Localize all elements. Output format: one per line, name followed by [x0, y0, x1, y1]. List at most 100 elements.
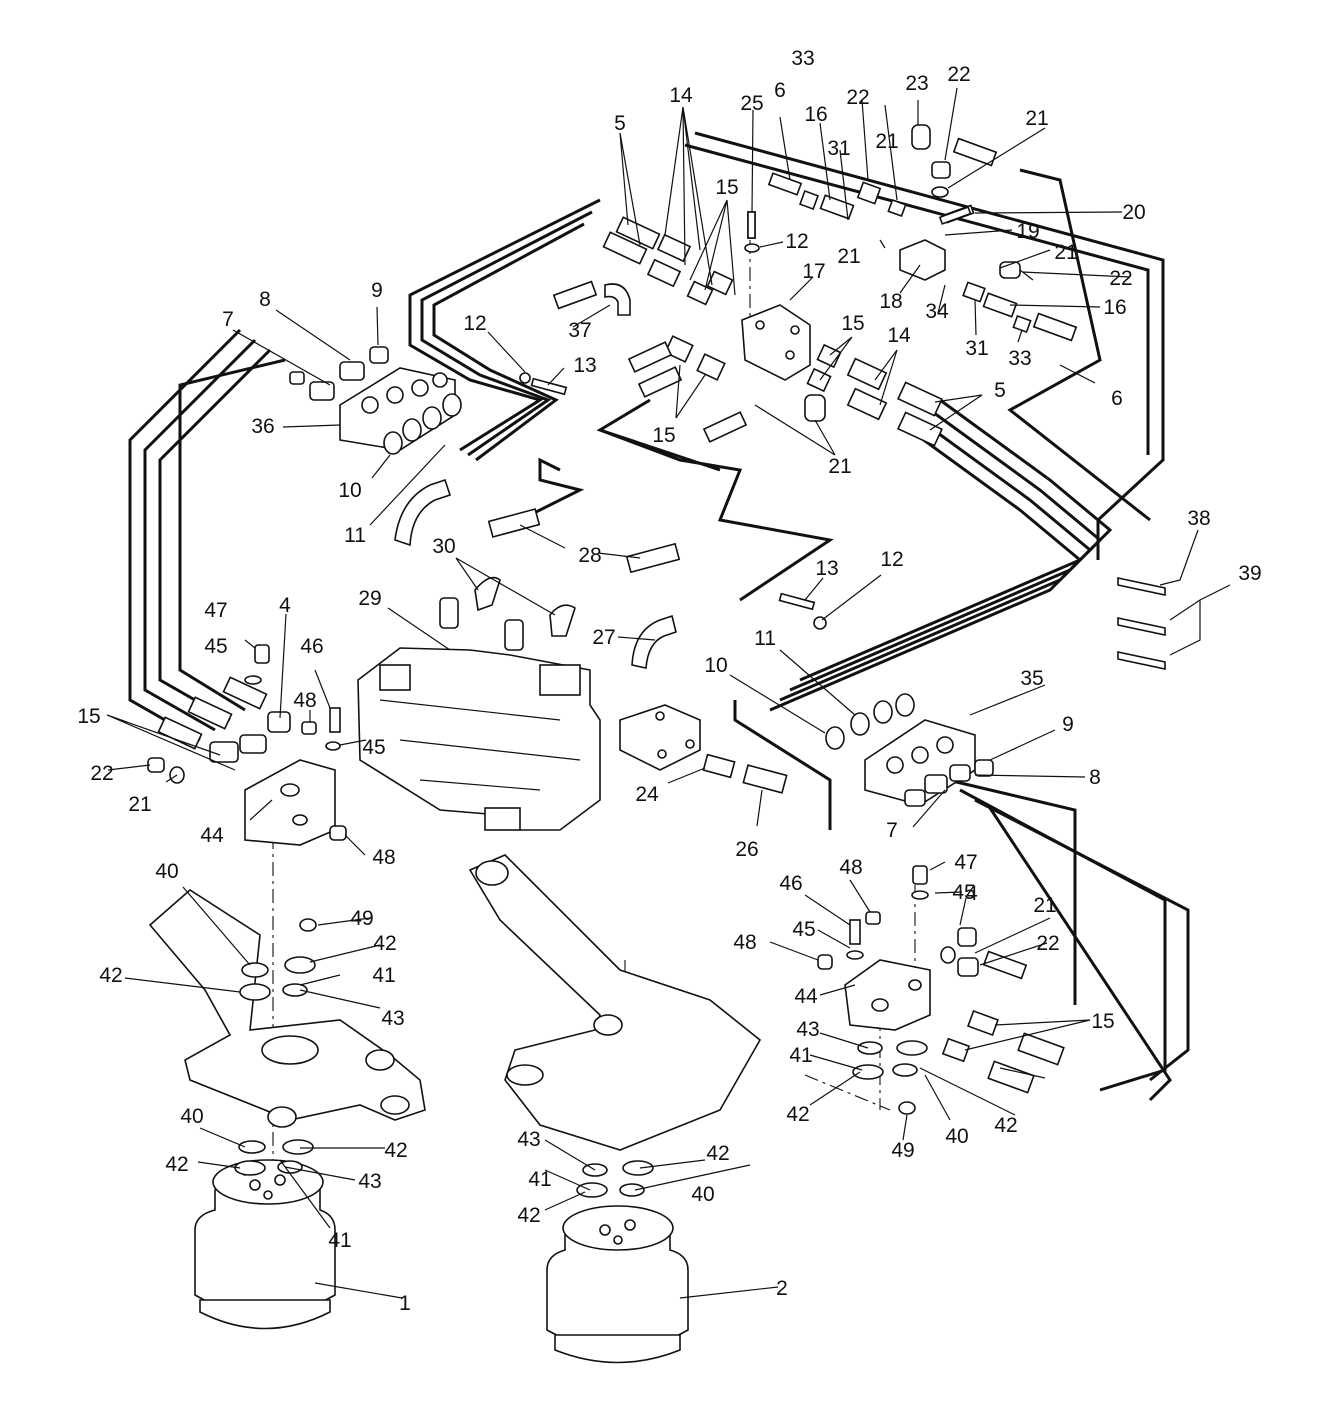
callout-number: 40	[691, 1183, 714, 1206]
callout-number: 48	[733, 931, 756, 954]
callout-number: 49	[350, 907, 373, 930]
callout-number: 35	[1020, 667, 1043, 690]
callout-number: 13	[573, 354, 596, 377]
bulkhead-plate-left	[339, 367, 456, 451]
callout-number: 16	[804, 103, 827, 126]
callout-number: 15	[77, 705, 100, 728]
callout-number: 43	[358, 1170, 381, 1193]
callout-labels: 1244556677889910101111121212131314141515…	[77, 47, 1261, 1315]
hose-lines	[128, 131, 1190, 1102]
upper-manifold	[741, 304, 811, 381]
callout-number: 33	[1008, 347, 1031, 370]
callout-number: 26	[735, 838, 758, 861]
control-valve-block	[357, 647, 601, 831]
callout-number: 47	[204, 599, 227, 622]
callout-number: 24	[635, 783, 659, 806]
callout-number: 30	[432, 535, 455, 558]
callout-number: 25	[740, 92, 763, 115]
callout-number: 10	[338, 479, 361, 502]
callout-number: 40	[155, 860, 178, 883]
callout-number: 46	[300, 635, 323, 658]
callout-number: 22	[947, 63, 970, 86]
callout-number: 11	[344, 524, 366, 547]
rotary-joint-left	[244, 759, 336, 846]
callout-number: 7	[222, 308, 234, 331]
callout-number: 21	[828, 455, 851, 478]
callout-number: 18	[879, 290, 902, 313]
callout-number: 33	[791, 47, 814, 70]
callout-number: 41	[528, 1168, 551, 1191]
callout-number: 42	[517, 1204, 540, 1227]
callout-number: 6	[1111, 387, 1123, 410]
callout-number: 12	[880, 548, 903, 571]
callout-number: 6	[774, 79, 786, 102]
callout-number: 22	[846, 86, 869, 109]
callout-number: 45	[952, 881, 975, 904]
callout-number: 47	[954, 851, 977, 874]
callout-number: 45	[792, 918, 815, 941]
callout-number: 8	[1089, 766, 1101, 789]
callout-number: 44	[794, 985, 818, 1008]
motor-1	[194, 1159, 336, 1330]
callout-number: 10	[704, 654, 727, 677]
callout-number: 21	[1033, 894, 1056, 917]
callout-number: 5	[994, 379, 1006, 402]
callout-number: 15	[1091, 1010, 1114, 1033]
callout-number: 41	[789, 1044, 812, 1067]
callout-number: 48	[839, 856, 862, 879]
callout-number: 9	[371, 279, 383, 302]
callout-number: 12	[785, 230, 808, 253]
callout-number: 23	[905, 72, 928, 95]
callout-number: 44	[200, 824, 224, 847]
callout-number: 49	[891, 1139, 914, 1162]
callout-number: 11	[754, 627, 776, 650]
callout-number: 16	[1103, 296, 1126, 319]
callout-number: 15	[715, 176, 738, 199]
callout-number: 45	[204, 635, 227, 658]
callout-number: 42	[165, 1153, 188, 1176]
callout-number: 42	[384, 1139, 407, 1162]
callout-number: 42	[786, 1103, 809, 1126]
callout-number: 31	[827, 137, 850, 160]
leader-lines	[106, 87, 1231, 1299]
callout-number: 43	[517, 1128, 540, 1151]
left-frame-arm	[148, 889, 426, 1128]
junction-block	[619, 704, 701, 771]
callout-number: 13	[815, 557, 838, 580]
callout-number: 42	[99, 964, 122, 987]
callout-number: 37	[568, 319, 591, 342]
callout-number: 2	[776, 1277, 788, 1300]
callout-number: 21	[1025, 107, 1048, 130]
callout-number: 43	[796, 1018, 819, 1041]
fittings	[147, 124, 1166, 1115]
callout-number: 34	[925, 300, 949, 323]
callout-number: 22	[90, 762, 113, 785]
callout-number: 17	[802, 260, 825, 283]
right-frame-arm	[468, 854, 762, 1151]
callout-number: 38	[1187, 507, 1210, 530]
callout-number: 48	[293, 689, 316, 712]
callout-number: 4	[279, 594, 291, 617]
callout-number: 42	[373, 932, 396, 955]
small-manifold	[899, 239, 946, 281]
callout-number: 45	[362, 736, 385, 759]
callout-number: 5	[614, 112, 626, 135]
callout-number: 40	[180, 1105, 203, 1128]
callout-number: 29	[358, 587, 381, 610]
callout-number: 31	[965, 337, 988, 360]
motor-2	[546, 1205, 689, 1364]
callout-number: 14	[887, 324, 911, 347]
callout-number: 9	[1062, 713, 1074, 736]
callout-number: 12	[463, 312, 486, 335]
callout-number: 39	[1238, 562, 1261, 585]
callout-number: 15	[841, 312, 864, 335]
callout-number: 21	[837, 245, 860, 268]
callout-number: 21	[128, 793, 151, 816]
callout-number: 41	[372, 964, 395, 987]
callout-number: 41	[328, 1229, 351, 1252]
callout-number: 4	[966, 882, 978, 905]
callout-number: 43	[381, 1007, 404, 1030]
callout-number: 15	[652, 424, 675, 447]
